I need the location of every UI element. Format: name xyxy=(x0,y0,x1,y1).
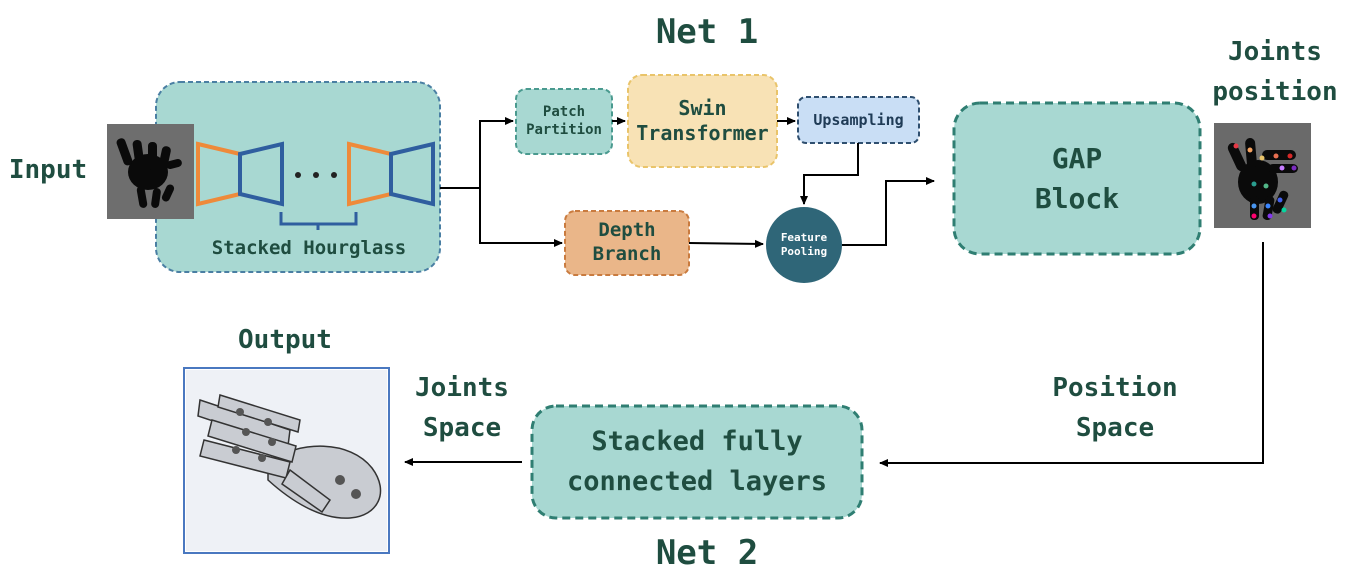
net2-title: Net 2 xyxy=(655,533,759,573)
input-hand-image xyxy=(107,124,194,219)
input-label: Input xyxy=(8,155,88,185)
brace-icon xyxy=(279,212,358,230)
net1-title: Net 1 xyxy=(655,12,759,52)
feature-pooling-text: Feature Pooling xyxy=(780,231,828,258)
connector-joints-fc xyxy=(879,242,1264,467)
swin-transformer-text: Swin Transformer xyxy=(636,96,769,145)
output-label: Output xyxy=(238,325,332,355)
hourglass-1-icon xyxy=(196,141,284,207)
connector-to-depth xyxy=(479,188,563,247)
swin-transformer-box xyxy=(627,74,778,168)
connector-to-patch xyxy=(479,117,514,188)
gap-block-box xyxy=(952,101,1202,256)
connector-upsampling-pooling xyxy=(800,143,859,205)
joints-space-label: Joints Space xyxy=(415,373,509,443)
upsampling-text: Upsampling xyxy=(813,110,904,129)
hourglass-2-icon xyxy=(347,141,435,207)
connector-depth-pooling xyxy=(688,239,764,248)
joints-position-image xyxy=(1214,123,1311,228)
connector-pooling-gap xyxy=(842,177,935,246)
ellipsis-icon xyxy=(295,172,337,178)
joints-position-label: Joints position xyxy=(1212,37,1338,107)
gap-block-text: GAP Block xyxy=(1034,142,1120,215)
patch-partition-text: Patch Partition xyxy=(526,104,602,138)
depth-branch-text: Depth Branch xyxy=(592,219,662,265)
depth-branch-box xyxy=(564,210,690,276)
stacked-fc-text: Stacked fully connected layers xyxy=(566,425,828,498)
feature-pooling-circle xyxy=(766,207,842,283)
position-space-label: Position Space xyxy=(1052,373,1178,443)
output-robot-hand-image xyxy=(183,367,390,554)
stacked-hourglass-label: Stacked Hourglass xyxy=(211,237,407,259)
stacked-fc-box xyxy=(530,404,864,520)
